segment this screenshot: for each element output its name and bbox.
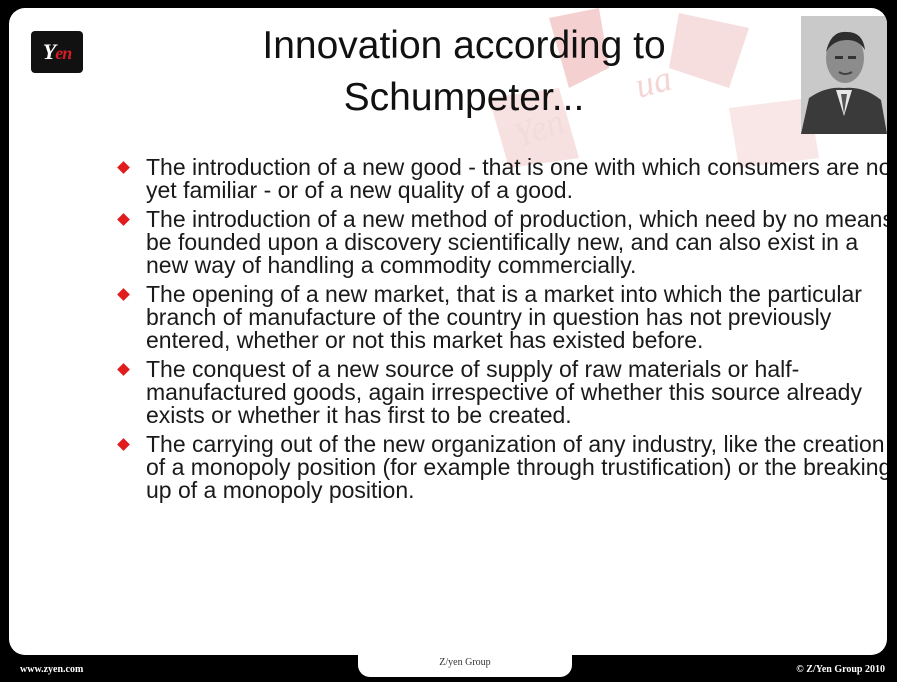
bullet-item: The conquest of a new source of supply o… [109,358,887,427]
bullet-item: The introduction of a new good - that is… [109,156,887,202]
bullet-text: The introduction of a new method of prod… [146,206,887,278]
diamond-bullet-icon [117,288,130,301]
slide-title: Innovation according to Schumpeter... [184,20,744,124]
bullet-item: The carrying out of the new organization… [109,433,887,502]
title-line-2: Schumpeter... [343,76,585,119]
bullet-item: The introduction of a new method of prod… [109,208,887,277]
diamond-bullet-icon [117,363,130,376]
footer-copyright: © Z/Yen Group 2010 [796,664,885,675]
footer-website[interactable]: www.zyen.com [20,664,84,675]
bullet-text: The conquest of a new source of supply o… [146,356,862,428]
zyen-logo: Yen [31,31,83,73]
bullet-text: The introduction of a new good - that is… [146,154,887,203]
diamond-bullet-icon [117,161,130,174]
bullet-text: The carrying out of the new organization… [146,431,887,503]
bullet-text: The opening of a new market, that is a m… [146,281,862,353]
portrait-photo [801,16,887,134]
slide: ua Yen Yen Innovation according to Schum… [9,8,887,655]
bullet-list: The introduction of a new good - that is… [109,156,887,508]
footer-company-tab: Z/yen Group [358,655,572,677]
title-line-1: Innovation according to [262,24,666,67]
bullet-item: The opening of a new market, that is a m… [109,283,887,352]
diamond-bullet-icon [117,438,130,451]
diamond-bullet-icon [117,213,130,226]
